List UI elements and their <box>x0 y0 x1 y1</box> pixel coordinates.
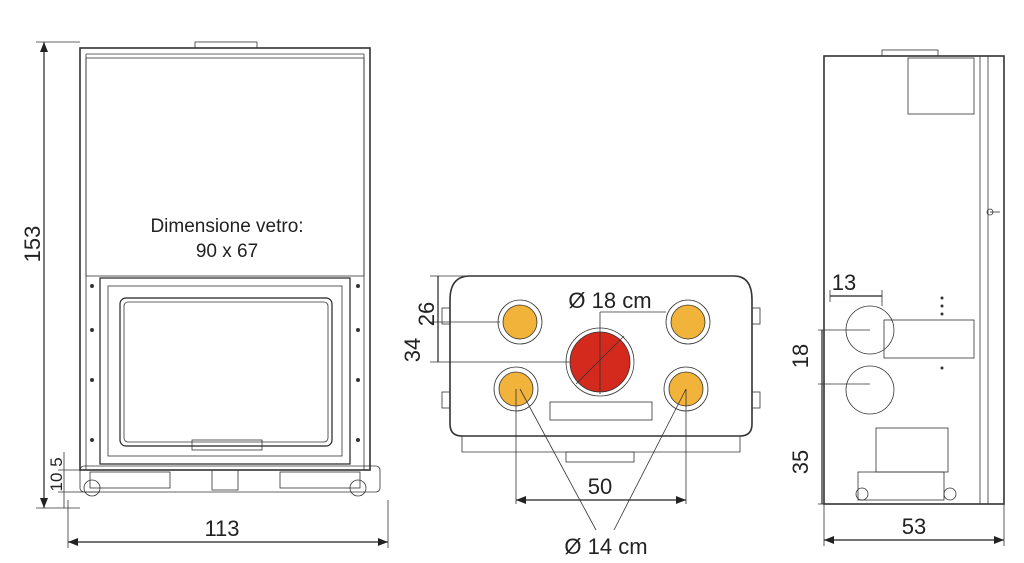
door-handle <box>191 439 263 451</box>
large-outlet-center <box>565 327 635 397</box>
small-outlets-label: Ø 14 cm <box>564 534 647 559</box>
glass-caption-line1: Dimensione vetro: <box>150 216 303 237</box>
height-label: 153 <box>20 226 45 263</box>
front-foot-right <box>349 479 367 497</box>
side-view: 13 18 35 53 <box>788 49 1005 546</box>
front-foot-left <box>83 479 101 497</box>
front-view: Dimensione vetro: 90 x 67 153 10 5 113 <box>20 41 389 548</box>
top-view: 26 34 Ø 18 cm 50 Ø 14 cm <box>400 275 761 559</box>
upper-cladding-panel <box>85 57 365 277</box>
door-frame <box>99 277 351 465</box>
front-body <box>79 47 371 471</box>
small-outlet-top-right <box>665 299 711 345</box>
label-13: 13 <box>832 270 856 295</box>
width-label: 113 <box>204 516 239 541</box>
bottom-label-a: 10 <box>47 473 66 492</box>
side-panel <box>883 319 975 359</box>
side-lower-hole <box>845 365 895 415</box>
side-top-box <box>907 57 975 115</box>
glass-caption-line2: 90 x 67 <box>196 241 258 262</box>
spacing-label: 50 <box>588 474 612 499</box>
side-width-label: 53 <box>902 514 926 539</box>
side-body <box>823 55 1005 505</box>
offset-34-label: 34 <box>400 338 425 362</box>
glass-window <box>119 297 333 447</box>
offset-26-label: 26 <box>414 302 439 326</box>
small-outlet-top-left <box>497 299 543 345</box>
label-35: 35 <box>788 450 813 474</box>
label-18: 18 <box>788 344 813 368</box>
bottom-label-b: 5 <box>47 457 66 466</box>
large-outlet-label: Ø 18 cm <box>568 288 651 313</box>
